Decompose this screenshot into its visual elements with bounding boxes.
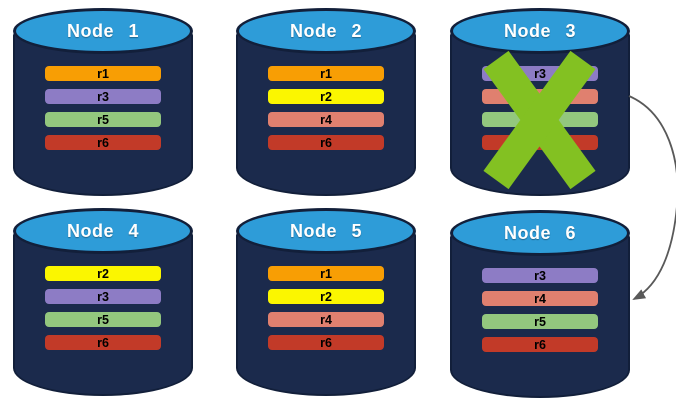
replica-bar: r6 (482, 135, 598, 150)
replica-list: r1 r2 r4 r6 (268, 66, 384, 150)
replica-bar-label: r4 (320, 312, 332, 327)
node-cylinder-3: Node 3 r3 r4 r5 r6 (450, 8, 630, 196)
replica-bar-label: r4 (534, 89, 546, 104)
replica-list: r1 r2 r4 r6 (268, 266, 384, 350)
replica-bar: r4 (482, 291, 598, 306)
cylinder-top: Node 5 (236, 208, 416, 254)
replica-bar-label: r6 (534, 135, 546, 150)
replica-bar-label: r4 (320, 112, 332, 127)
replica-bar-label: r6 (97, 135, 109, 150)
replica-bar: r6 (268, 135, 384, 150)
node-cylinder-2: Node 2 r1 r2 r4 r6 (236, 8, 416, 196)
replica-bar: r2 (268, 289, 384, 304)
replica-bar-label: r5 (97, 312, 109, 327)
replica-list: r2 r3 r5 r6 (45, 266, 161, 350)
replica-bar-label: r5 (534, 314, 546, 329)
replica-bar: r4 (482, 89, 598, 104)
replica-bar-label: r2 (97, 266, 109, 281)
node-cylinder-5: Node 5 r1 r2 r4 r6 (236, 208, 416, 396)
node-cylinder-1: Node 1 r1 r3 r5 r6 (13, 8, 193, 196)
replica-bar-label: r2 (320, 289, 332, 304)
replica-bar-label: r3 (97, 289, 109, 304)
replica-list: r3 r4 r5 r6 (482, 66, 598, 150)
replica-bar: r3 (45, 89, 161, 104)
cylinder-top: Node 2 (236, 8, 416, 54)
replica-bar: r1 (268, 266, 384, 281)
node-title: Node 2 (289, 20, 362, 41)
replica-bar-label: r3 (534, 66, 546, 81)
replica-bar: r3 (482, 268, 598, 283)
cylinder-top: Node 3 (450, 8, 630, 54)
replica-bar: r5 (482, 112, 598, 127)
replica-bar: r1 (45, 66, 161, 81)
replica-list: r3 r4 r5 r6 (482, 268, 598, 352)
node-cylinder-6: Node 6 r3 r4 r5 r6 (450, 210, 630, 398)
replica-bar: r3 (482, 66, 598, 81)
replica-bar: r1 (268, 66, 384, 81)
replica-bar: r2 (45, 266, 161, 281)
replica-bar-label: r3 (534, 268, 546, 283)
replica-bar: r3 (45, 289, 161, 304)
replica-bar-label: r2 (320, 89, 332, 104)
replica-bar: r5 (45, 112, 161, 127)
node-cylinder-4: Node 4 r2 r3 r5 r6 (13, 208, 193, 396)
node-title: Node 4 (66, 220, 139, 241)
node-title: Node 5 (289, 220, 362, 241)
replica-bar: r5 (482, 314, 598, 329)
replica-bar: r4 (268, 312, 384, 327)
replica-bar-label: r4 (534, 291, 546, 306)
replica-bar: r6 (45, 335, 161, 350)
cylinder-top: Node 6 (450, 210, 630, 256)
replica-bar-label: r6 (534, 337, 546, 352)
replica-bar: r2 (268, 89, 384, 104)
cylinder-top: Node 4 (13, 208, 193, 254)
replica-bar-label: r5 (97, 112, 109, 127)
replica-bar-label: r1 (97, 66, 109, 81)
replica-bar: r6 (45, 135, 161, 150)
replica-bar: r5 (45, 312, 161, 327)
replica-bar: r6 (482, 337, 598, 352)
replica-bar-label: r1 (320, 66, 332, 81)
node-title: Node 1 (66, 20, 139, 41)
replica-bar-label: r6 (320, 135, 332, 150)
node-title: Node 3 (503, 20, 576, 41)
replica-bar: r4 (268, 112, 384, 127)
replica-bar-label: r6 (320, 335, 332, 350)
cylinder-top: Node 1 (13, 8, 193, 54)
replica-bar-label: r1 (320, 266, 332, 281)
replica-bar: r6 (268, 335, 384, 350)
replica-bar-label: r5 (534, 112, 546, 127)
replica-bar-label: r3 (97, 89, 109, 104)
replica-bar-label: r6 (97, 335, 109, 350)
node-title: Node 6 (503, 222, 576, 243)
replica-list: r1 r3 r5 r6 (45, 66, 161, 150)
